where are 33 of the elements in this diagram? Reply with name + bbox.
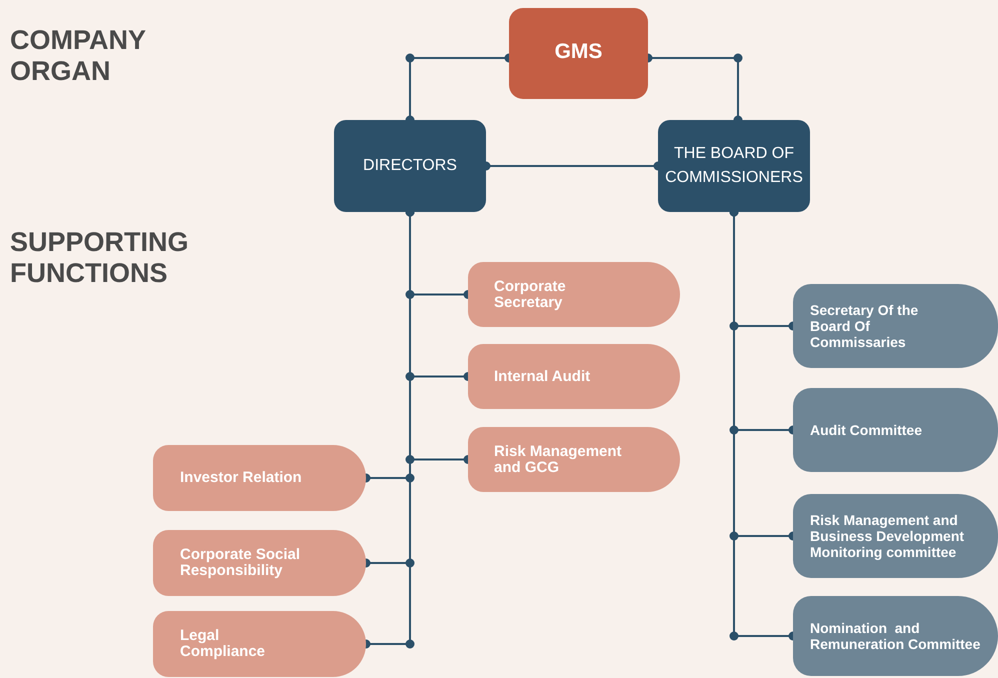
box-label: THE BOARD OF COMMISSIONERS xyxy=(664,144,804,188)
connector xyxy=(366,212,414,648)
committee-box xyxy=(793,596,998,676)
function-box xyxy=(468,427,680,492)
organ-box xyxy=(658,120,810,212)
function-box xyxy=(468,344,680,409)
function-box xyxy=(153,611,366,677)
committee-box xyxy=(793,388,998,472)
top-box xyxy=(509,8,648,99)
section-heading: SUPPORTING FUNCTIONS xyxy=(10,227,190,289)
committee-box xyxy=(793,494,998,578)
function-box xyxy=(153,445,366,511)
connector xyxy=(406,54,509,120)
connector xyxy=(486,162,658,170)
function-box xyxy=(153,530,366,596)
section-heading: COMPANY ORGAN xyxy=(10,25,147,87)
box-label: Risk Management and GCG xyxy=(494,444,623,476)
function-box xyxy=(468,262,680,327)
box-label: Audit Committee xyxy=(810,422,922,438)
box-label: Investor Relation xyxy=(180,470,302,486)
box-label: Corporate Social Responsibility xyxy=(180,547,302,579)
box-label: Secretary Of the Board Of Commissaries xyxy=(810,302,920,350)
organ-box xyxy=(334,120,486,212)
box-label: DIRECTORS xyxy=(363,156,457,176)
box-label: Risk Management and Business Development Monitoring committee xyxy=(810,512,966,560)
box-label: Nomination and Remuneration Committee xyxy=(810,620,982,652)
box-label: GMS xyxy=(554,39,602,65)
committee-box xyxy=(793,284,998,368)
box-label: Internal Audit xyxy=(494,368,590,384)
connector xyxy=(730,212,793,640)
box-label: Corporate Secretary xyxy=(494,278,567,310)
connector xyxy=(648,54,742,120)
box-label: Legal Compliance xyxy=(180,628,266,660)
